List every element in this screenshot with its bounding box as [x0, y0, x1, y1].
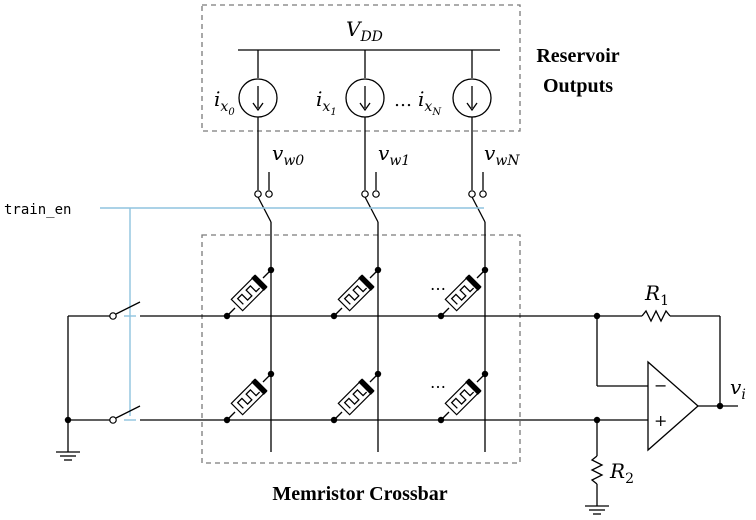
vw1-label: vw1 — [378, 141, 410, 169]
memristor-polarity-bar — [465, 378, 482, 395]
current-source-1 — [345, 50, 385, 223]
r1-label: R1 — [644, 281, 669, 309]
memristor-body — [337, 378, 375, 416]
memristor-1-2 — [437, 370, 489, 424]
memristor-body — [444, 274, 482, 312]
switch-blade — [471, 196, 486, 223]
row-input-switches — [56, 301, 160, 461]
ix1-label: ix1 — [316, 87, 337, 118]
reservoir-label-line2: Outputs — [543, 75, 613, 97]
memristor-1-1 — [330, 370, 382, 424]
memristor-0-2 — [437, 266, 489, 320]
memristor-polarity-bar — [251, 378, 268, 395]
vwn-label: vwN — [484, 141, 520, 169]
vw0-label: vw0 — [272, 141, 304, 169]
train-en-label: train_en — [4, 202, 71, 218]
current-source-2 — [452, 50, 492, 223]
switch-contact-b — [372, 190, 380, 198]
ix0-label: ix0 — [214, 87, 235, 118]
r1-resistor — [641, 309, 671, 323]
r2-resistor — [590, 455, 604, 485]
crossbar-label: Memristor Crossbar — [272, 483, 447, 505]
row1-switch-contact — [109, 312, 117, 320]
memristor-polarity-bar — [465, 274, 482, 291]
switch-contact-b — [479, 190, 487, 198]
vi-label: vi — [730, 375, 746, 403]
ixn-label: ixN — [418, 87, 442, 118]
r2-label: R2 — [609, 459, 634, 487]
switch-contact-b — [265, 190, 273, 198]
switch-blade — [364, 196, 379, 223]
opamp-plus: + — [654, 411, 667, 430]
crossbar-ellipsis-0: … — [430, 275, 446, 294]
memristor-polarity-bar — [358, 274, 375, 291]
current-source-0 — [238, 50, 278, 223]
memristor-body — [337, 274, 375, 312]
opamp-minus: − — [654, 376, 667, 395]
crossbar-box — [201, 234, 521, 464]
switch-contact-a — [254, 190, 262, 198]
memristor-0-0 — [223, 266, 275, 320]
switch-contact-a — [468, 190, 476, 198]
switch-blade — [257, 196, 272, 223]
source-ellipsis: … — [394, 90, 412, 111]
row2-switch-blade — [115, 405, 141, 419]
vdd-label: VDD — [346, 17, 383, 45]
memristor-body — [230, 378, 268, 416]
reservoir-box — [201, 4, 521, 132]
switch-contact-a — [361, 190, 369, 198]
crossbar-ellipsis-1: … — [430, 373, 446, 392]
opamp-section: R1 R2 − + vi — [520, 281, 746, 515]
row2-switch-contact — [109, 416, 117, 424]
memristor-1-0 — [223, 370, 275, 424]
memristor-body — [444, 378, 482, 416]
memristor-0-1 — [330, 266, 382, 320]
row1-switch-blade — [115, 301, 141, 315]
opamp-triangle — [647, 360, 699, 452]
reservoir-label-line1: Reservoir — [536, 45, 619, 67]
memristor-body — [230, 274, 268, 312]
memristor-polarity-bar — [358, 378, 375, 395]
memristor-polarity-bar — [251, 274, 268, 291]
